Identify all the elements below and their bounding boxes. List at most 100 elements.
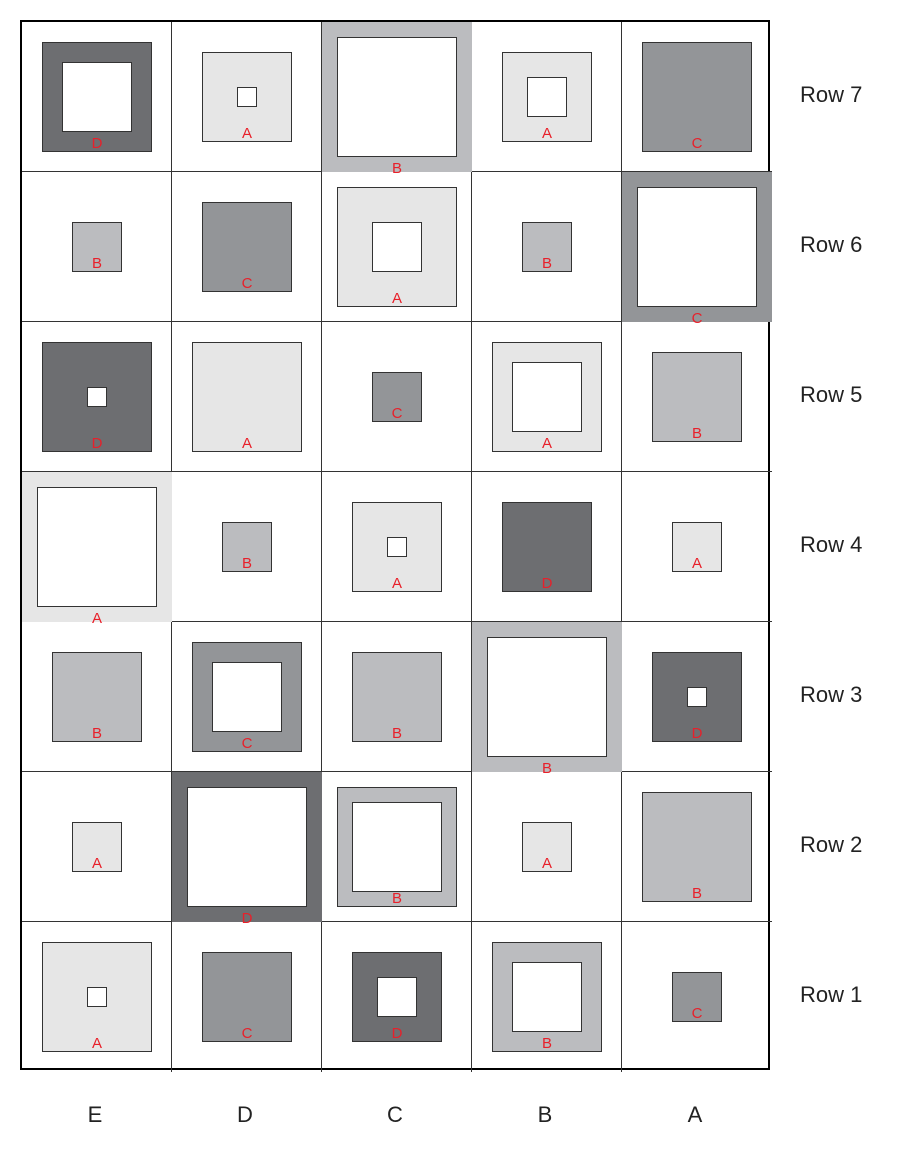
- row-label: Row 7: [800, 82, 863, 107]
- inner-square: [511, 961, 583, 1033]
- inner-square: [61, 61, 133, 133]
- outer-square: [72, 822, 122, 872]
- cell-letter: D: [541, 575, 553, 592]
- cell-letter: A: [541, 434, 552, 452]
- grid-cell: A: [22, 472, 172, 626]
- cell-letter: A: [391, 575, 402, 592]
- outer-square: [72, 222, 122, 272]
- inner-square: [87, 987, 107, 1007]
- grid-cell: B: [472, 172, 622, 322]
- cell-letter: A: [241, 125, 252, 142]
- grid-cell: A: [472, 22, 622, 172]
- cell-letter: D: [691, 725, 703, 742]
- outer-square: [52, 652, 142, 742]
- cell-letter: A: [541, 125, 552, 142]
- row-label: Row 3: [800, 682, 863, 707]
- inner-square: [526, 76, 568, 118]
- column-label: D: [237, 1102, 253, 1127]
- cell-letter: C: [241, 275, 253, 292]
- inner-square: [372, 222, 422, 272]
- grid-cell: B: [322, 22, 472, 176]
- cell-letter: C: [691, 134, 703, 152]
- inner-square: [511, 361, 583, 433]
- grid-cell: A: [622, 472, 772, 622]
- inner-square: [637, 187, 757, 307]
- grid-cell: B: [22, 172, 172, 322]
- grid-cell: A: [172, 22, 322, 172]
- cell-letter: B: [91, 254, 102, 272]
- grid-cell: A: [322, 472, 472, 622]
- cell-letter: A: [91, 610, 102, 627]
- inner-square: [352, 802, 442, 892]
- row-label: Row 1: [800, 982, 863, 1007]
- inner-square: [37, 487, 157, 607]
- grid-cell: D: [622, 622, 772, 772]
- cell-letter: B: [541, 760, 552, 777]
- outer-square: [652, 352, 742, 442]
- grid-cell: C: [322, 322, 472, 472]
- cell-letter: B: [391, 890, 402, 907]
- grid-cell: D: [322, 922, 472, 1072]
- row-label: Row 6: [800, 232, 863, 257]
- inner-square: [87, 387, 107, 407]
- grid-cell: B: [472, 922, 622, 1072]
- grid-cell: D: [172, 772, 322, 926]
- grid-cell: C: [172, 622, 322, 772]
- row-label: Row 5: [800, 382, 863, 407]
- cell-letter: C: [241, 734, 253, 752]
- row-label: Row 4: [800, 532, 863, 557]
- grid-cell: B: [22, 622, 172, 772]
- cell-letter: D: [391, 1025, 403, 1042]
- cell-letter: A: [241, 434, 252, 452]
- outer-square: [352, 952, 442, 1042]
- cell-letter: D: [241, 910, 253, 927]
- inner-square: [187, 787, 307, 907]
- inner-square: [211, 661, 283, 733]
- outer-square: [192, 342, 302, 452]
- inner-square: [337, 37, 457, 157]
- grid-cell: C: [622, 922, 772, 1072]
- grid-cell: A: [472, 772, 622, 922]
- grid-cell: B: [322, 622, 472, 772]
- cell-letter: C: [691, 1004, 703, 1022]
- outer-square: [222, 522, 272, 572]
- grid-cell: D: [22, 322, 172, 472]
- outer-square: [522, 222, 572, 272]
- grid-cell: B: [172, 472, 322, 622]
- inner-square: [387, 537, 407, 557]
- outer-square: [522, 822, 572, 872]
- cell-letter: B: [91, 725, 102, 742]
- outer-square: [202, 952, 292, 1042]
- cell-letter: C: [391, 404, 403, 422]
- column-label: A: [687, 1102, 703, 1127]
- cell-letter: A: [691, 554, 702, 572]
- column-label: C: [387, 1102, 403, 1127]
- grid-cell: C: [622, 172, 772, 326]
- cell-letter: B: [391, 725, 402, 742]
- grid-cell: B: [472, 622, 622, 776]
- grid-cell: C: [172, 172, 322, 322]
- outer-square: [502, 502, 592, 592]
- cell-letter: A: [91, 854, 102, 872]
- outer-square: [642, 42, 752, 152]
- inner-square: [487, 637, 607, 757]
- cell-letter: B: [541, 1034, 552, 1052]
- cell-letter: B: [241, 554, 252, 572]
- cell-letter: A: [391, 290, 402, 307]
- cell-letter: A: [91, 1034, 102, 1052]
- cell-letter: C: [241, 1025, 253, 1042]
- outer-square: [642, 792, 752, 902]
- outer-square: [372, 372, 422, 422]
- cell-letter: B: [541, 254, 552, 272]
- grid-cell: C: [172, 922, 322, 1072]
- grid-cell: B: [622, 772, 772, 922]
- grid-cell: A: [22, 772, 172, 922]
- column-label: E: [87, 1102, 103, 1127]
- outer-square: [202, 202, 292, 292]
- grid-cell: D: [22, 22, 172, 172]
- grid-cell: B: [622, 322, 772, 472]
- grid-cell: A: [322, 172, 472, 322]
- inner-square: [687, 687, 707, 707]
- cell-letter: B: [691, 425, 702, 442]
